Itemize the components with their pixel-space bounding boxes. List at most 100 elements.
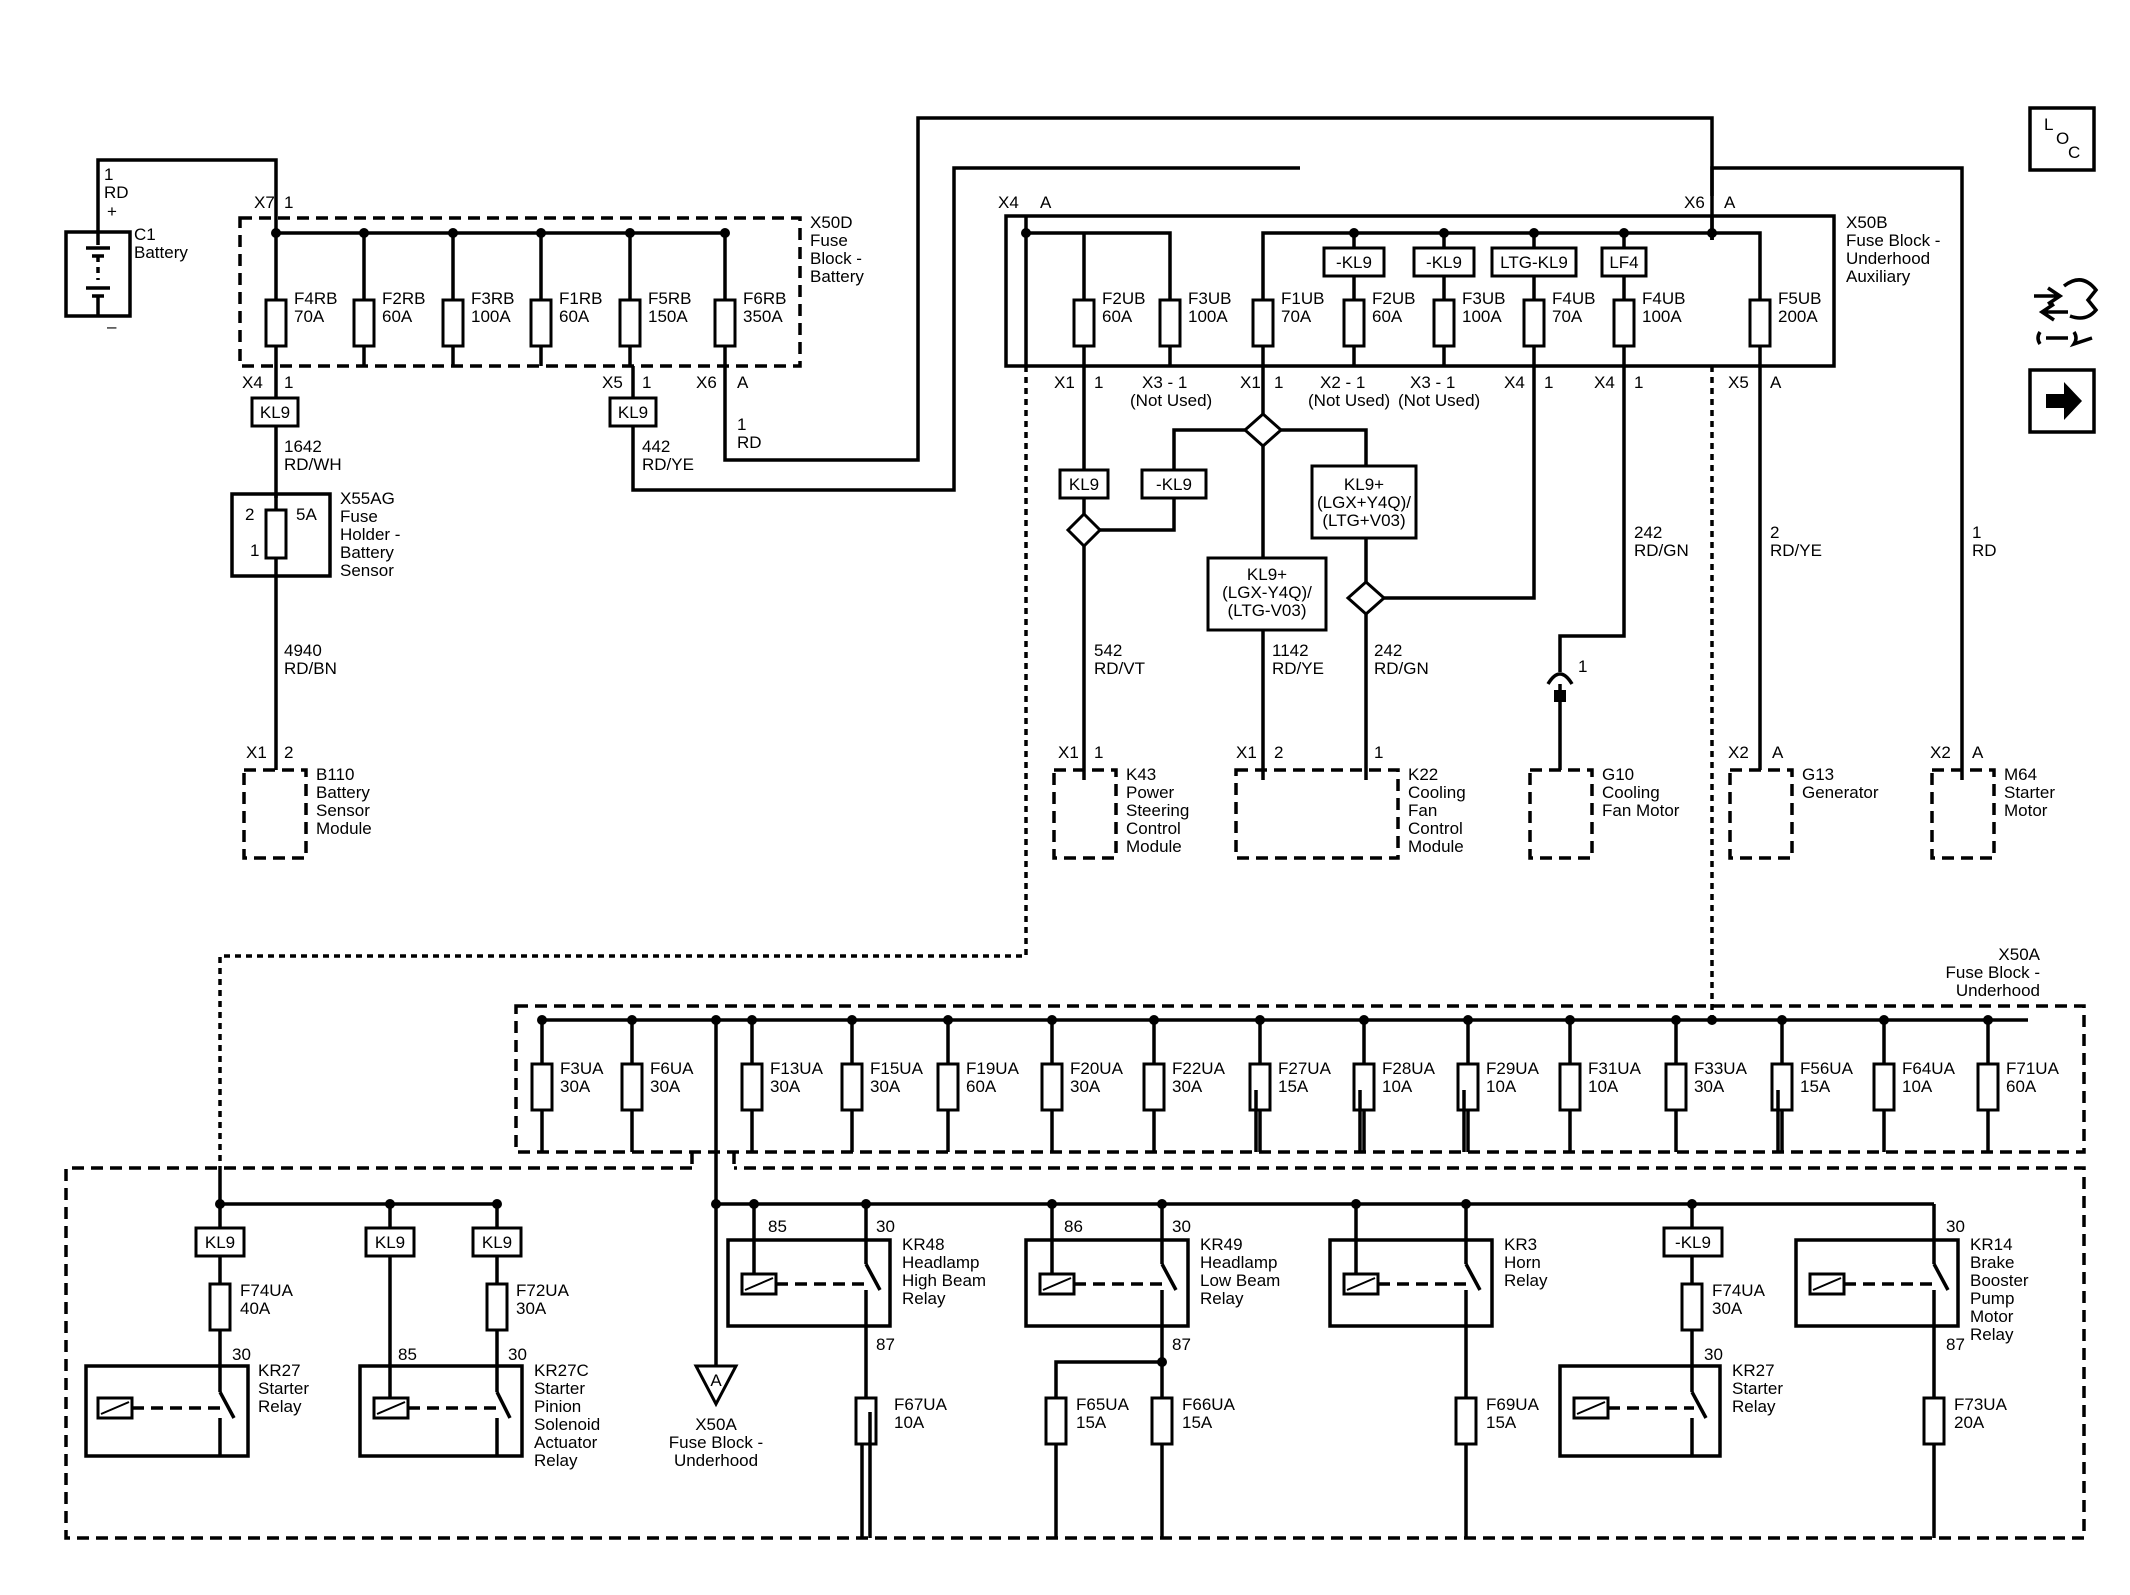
k22-name: K22: [1408, 765, 1438, 784]
kr14-label-4: Motor: [1970, 1307, 2014, 1326]
x50b-label-3: Auxiliary: [1846, 267, 1911, 286]
kr27c-relay: KR27C Starter Pinion Solenoid Actuator R…: [358, 1361, 600, 1470]
kr27b-tag: [1662, 1226, 1724, 1258]
x50d-fuse-name: F5RB: [648, 289, 691, 308]
x50d-fuse: [441, 298, 465, 348]
k43-label-1: Power: [1126, 783, 1175, 802]
x50b-fuse-name: F2UB: [1372, 289, 1415, 308]
kr27a-pin: 30: [232, 1345, 251, 1364]
offpage-label-3: Underhood: [674, 1451, 758, 1470]
loc-button[interactable]: L O C: [2028, 106, 2096, 172]
x50b-fuse: [1158, 298, 1182, 348]
kr27c-label-2: Pinion: [534, 1397, 581, 1416]
kr3-label-1: Horn: [1504, 1253, 1541, 1272]
kr27b-fuse-name: F74UA: [1712, 1281, 1766, 1300]
kr27c-label-3: Solenoid: [534, 1415, 600, 1434]
x50a-fuse-name: F31UA: [1588, 1059, 1642, 1078]
k43-label-2: Steering: [1126, 801, 1189, 820]
kr48-fuse-rating: 10A: [894, 1413, 925, 1432]
kr27b-pin: 30: [1704, 1345, 1723, 1364]
x50a-fuse: [1976, 1062, 2000, 1112]
next-page-arrow-icon[interactable]: [2028, 368, 2096, 434]
k22-pin1: 2: [1274, 743, 1283, 762]
x50b-fuse-block: X4 A X6 A X50B Fuse Block - Underhood Au…: [998, 193, 1940, 368]
x50b-option-tag: [1490, 246, 1578, 278]
x50b-pin-x4: A: [1040, 193, 1052, 212]
kr14-fuse-rating: 20A: [1954, 1413, 1985, 1432]
x55ag-label-4: Sensor: [340, 561, 394, 580]
x50d-out1-tag-label: KL9: [260, 403, 290, 422]
x50b-fuse-rating: 70A: [1552, 307, 1583, 326]
x50d-fuse-rating: 150A: [648, 307, 688, 326]
x50b-fuse-name: F4UB: [1642, 289, 1685, 308]
loc-letter-l: L: [2044, 115, 2053, 134]
x50a-fuse-rating: 30A: [650, 1077, 681, 1096]
x50b-out-pin: A: [1770, 373, 1782, 392]
x50d-out1-conn: X4: [242, 373, 263, 392]
x50b-option-tag-label: LTG-KL9: [1500, 253, 1568, 272]
battery-feed-wire: [96, 158, 278, 236]
kr27b-fuse: [1680, 1282, 1704, 1332]
battery-name: C1: [134, 225, 156, 244]
x50a-fuse-rating: 30A: [560, 1077, 591, 1096]
x50b-fuse-rating: 100A: [1188, 307, 1228, 326]
wire-542-circuit: 542: [1094, 641, 1122, 660]
k43-conn: X1: [1058, 743, 1079, 762]
x50a-fuse: [620, 1062, 644, 1112]
x50a-fuse: [1248, 1062, 1272, 1112]
k43-label-3: Control: [1126, 819, 1181, 838]
x50a-fuse: [936, 1062, 960, 1112]
kr27a-fuse-rating: 40A: [240, 1299, 271, 1318]
kr27b-relay: KR27 Starter Relay: [1558, 1361, 1783, 1458]
kr14-relay: KR14 Brake Booster Pump Motor Relay: [1794, 1235, 2029, 1344]
kr49-label-2: Low Beam: [1200, 1271, 1280, 1290]
x50a-fuse: [1872, 1062, 1896, 1112]
x50b-fuse-rating: 100A: [1642, 307, 1682, 326]
g10-pin: 1: [1578, 657, 1587, 676]
kr3-fuse-rating: 15A: [1486, 1413, 1517, 1432]
battery-pin: 1: [104, 165, 113, 184]
kr48-fuse: [854, 1396, 878, 1446]
x50d-out2-tag: [608, 396, 658, 428]
x50a-fuse-name: F20UA: [1070, 1059, 1124, 1078]
kr27c-tag2-label: KL9: [482, 1233, 512, 1252]
x50a-fuse-name: F33UA: [1694, 1059, 1748, 1078]
b110-battery-sensor-module: X1 2 B110 Battery Sensor Module: [242, 743, 372, 860]
kr27b-fuse-rating: 30A: [1712, 1299, 1743, 1318]
x50b-option-tag: [1322, 246, 1386, 278]
x50b-fuse-name: F3UB: [1462, 289, 1505, 308]
offpage-connector-a[interactable]: [693, 1364, 739, 1408]
k22-label-1: Cooling: [1408, 783, 1466, 802]
k22-label-4: Module: [1408, 837, 1464, 856]
x55ag-label-3: Battery: [340, 543, 394, 562]
x50a-fuse-name: F19UA: [966, 1059, 1020, 1078]
kr49-fuse1-rating: 15A: [1076, 1413, 1107, 1432]
kr49-name: KR49: [1200, 1235, 1243, 1254]
x50d-out1-circuit: 1642: [284, 437, 322, 456]
x50a-fuse: [530, 1062, 554, 1112]
f1ub-option-diamond: [1242, 411, 1284, 449]
kr48-fuse-name: F67UA: [894, 1395, 948, 1414]
x50a-fuse: [1770, 1062, 1794, 1112]
x50b-conn-x4: X4: [998, 193, 1019, 212]
x50b-label-2: Underhood: [1846, 249, 1930, 268]
option1-line3: (LTG+V03): [1322, 511, 1405, 530]
k43-power-steering-module: X1 1 K43 Power Steering Control Module: [1052, 743, 1189, 860]
x50a-fuse: [1352, 1062, 1376, 1112]
x50b-out-conn: X5: [1728, 373, 1749, 392]
x50d-fuse: [264, 298, 288, 348]
k22-conn: X1: [1236, 743, 1257, 762]
x50b-out-note: (Not Used): [1308, 391, 1390, 410]
x50a-fuse: [740, 1062, 764, 1112]
x50b-pin-x6: A: [1724, 193, 1736, 212]
x50b-option-tag: [1412, 246, 1476, 278]
connector-wrench-icon[interactable]: [2034, 278, 2099, 348]
x50a-fuse-rating: 10A: [1486, 1077, 1517, 1096]
kr27a-tag-label: KL9: [205, 1233, 235, 1252]
b110-label-2: Sensor: [316, 801, 370, 820]
x50b-fuse-name: F3UB: [1188, 289, 1231, 308]
x50d-fuse: [352, 298, 376, 348]
x50d-fuse-name: F4RB: [294, 289, 337, 308]
wire-1-color: RD: [1972, 541, 1997, 560]
